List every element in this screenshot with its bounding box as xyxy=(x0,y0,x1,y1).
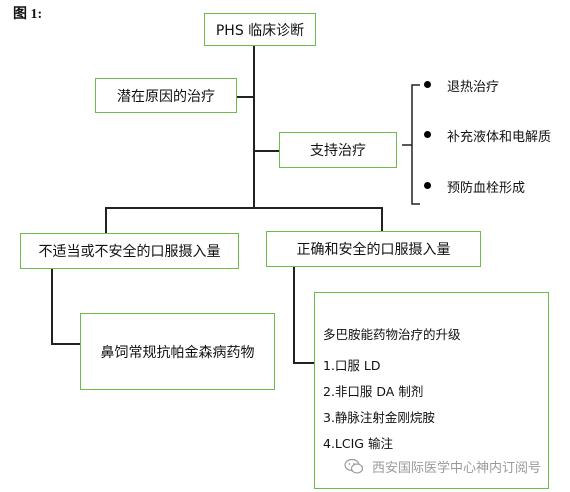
watermark: 西安国际医学中心神内订阅号 xyxy=(344,457,541,476)
support-item-label: 退热治疗 xyxy=(447,80,500,95)
connector-right-drop xyxy=(381,207,383,231)
adequate-oral-intake-box: 正确和安全的口服摄入量 xyxy=(266,231,481,267)
connector-to-support xyxy=(253,150,279,152)
connector-bad-down xyxy=(51,269,53,344)
support-item-label: 预防血栓形成 xyxy=(447,181,526,196)
escalation-step: 4.LCIG 输注 xyxy=(323,436,393,451)
diagnosis-box: PHS 临床诊断 xyxy=(204,13,316,46)
escalation-step: 3.静脉注射金刚烷胺 xyxy=(323,410,435,425)
bullet-icon xyxy=(424,81,431,88)
bullet-icon xyxy=(424,131,431,138)
support-item-label: 补充液体和电解质 xyxy=(447,130,552,145)
connector-trunk xyxy=(253,46,255,208)
escalation-step: 1.口服 LD xyxy=(323,358,381,373)
bullet-icon xyxy=(424,182,431,189)
figure-label: 图 1: xyxy=(13,7,43,22)
connector-good-down xyxy=(293,267,295,363)
connector-to-underlying xyxy=(237,96,254,98)
underlying-cause-box: 潜在原因的治疗 xyxy=(95,78,237,113)
inadequate-oral-intake-box: 不适当或不安全的口服摄入量 xyxy=(20,233,239,269)
nasogastric-medication-box: 鼻饲常规抗帕金森病药物 xyxy=(80,313,275,390)
escalation-step: 2.非口服 DA 制剂 xyxy=(323,384,424,399)
watermark-text: 西安国际医学中心神内订阅号 xyxy=(372,461,542,476)
dopaminergic-title: 多巴胺能药物治疗的升级 xyxy=(323,327,461,342)
connector-split xyxy=(105,207,382,209)
wechat-icon xyxy=(344,458,364,474)
bracket-connector xyxy=(402,84,420,205)
connector-left-drop xyxy=(105,207,107,233)
connector-good-right xyxy=(293,362,314,364)
connector-bad-right xyxy=(51,343,80,345)
supportive-care-box: 支持治疗 xyxy=(279,132,397,168)
dopaminergic-escalation-box: 多巴胺能药物治疗的升级 1.口服 LD 2.非口服 DA 制剂 3.静脉注射金刚… xyxy=(314,292,549,489)
